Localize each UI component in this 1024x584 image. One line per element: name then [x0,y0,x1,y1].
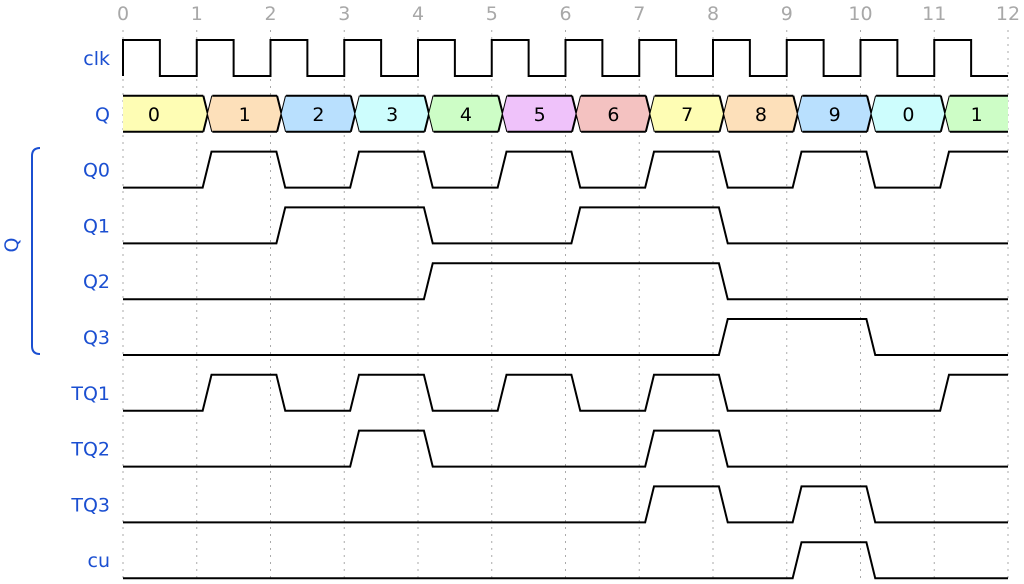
signal-label: Q0 [83,160,110,182]
tick-label: 3 [338,3,350,25]
signal-label: cu [88,550,111,572]
bus-segment [871,95,946,132]
bus-segment [281,95,356,132]
signal-clk: clk [83,39,1008,77]
bus-segment [502,95,577,132]
signal-label: Q1 [83,215,110,237]
signal-label: TQ1 [70,383,110,405]
bus-value: 7 [681,104,693,126]
bus-segment [797,95,872,132]
bit-waveform [123,541,1008,580]
tick-label: 5 [486,3,498,25]
signal-label: TQ2 [70,439,110,461]
bus-value: 4 [460,104,472,126]
signal-q1: Q1 [83,206,1008,245]
signal-cu: cu [88,541,1008,580]
tick-label: 1 [191,3,203,25]
signal-label: Q2 [83,271,110,293]
tick-label: 0 [117,3,129,25]
signal-q0: Q0 [83,150,1008,189]
bit-waveform [123,373,1008,412]
signal-label: clk [83,48,110,70]
bus-value: 2 [312,104,324,126]
bus-segment [945,95,1008,132]
signal-tq2: TQ2 [70,429,1008,468]
group-label: Q [1,238,23,253]
bus-segment [724,95,798,132]
signal-q3: Q3 [83,318,1008,356]
bit-waveform [123,318,1008,356]
signal-label: TQ3 [70,494,110,516]
bus-value: 0 [148,104,160,126]
tick-label: 12 [996,3,1020,25]
signal-label: Q3 [83,327,110,349]
bit-waveform [123,206,1008,245]
bus-value: 1 [239,104,251,126]
tick-label: 11 [922,3,946,25]
signal-tq3: TQ3 [70,485,1008,524]
tick-label: 4 [412,3,424,25]
bus-segment [429,95,503,132]
clock-waveform [122,39,1008,77]
bus-value: 6 [607,104,619,126]
bit-waveform [123,429,1008,468]
tick-label: 2 [264,3,276,25]
signal-tq1: TQ1 [70,373,1008,412]
signal-q2: Q2 [83,262,1008,301]
bit-waveform [123,485,1008,524]
bus-segment [207,95,282,132]
tick-label: 7 [633,3,645,25]
bus-segment [650,95,725,132]
tick-label: 6 [559,3,571,25]
bit-waveform [123,150,1008,189]
bus-value: 3 [386,104,398,126]
bus-value: 8 [755,104,767,126]
signal-label: Q [95,104,110,126]
tick-label: 9 [781,3,793,25]
bus-segment [355,95,430,132]
tick-label: 10 [848,3,872,25]
tick-label: 8 [707,3,719,25]
bus-segment [576,95,651,132]
bus-value: 1 [971,104,983,126]
signal-group-q: Q [1,147,41,355]
signal-q: Q 0 1 2 3 4 5 6 7 8 9 0 1 [95,94,1008,133]
bus-value: 0 [902,104,914,126]
bus-value: 9 [829,104,841,126]
bus-segment [123,95,208,132]
bus-value: 5 [534,104,546,126]
bit-waveform [123,262,1008,301]
group-bracket [31,147,41,355]
